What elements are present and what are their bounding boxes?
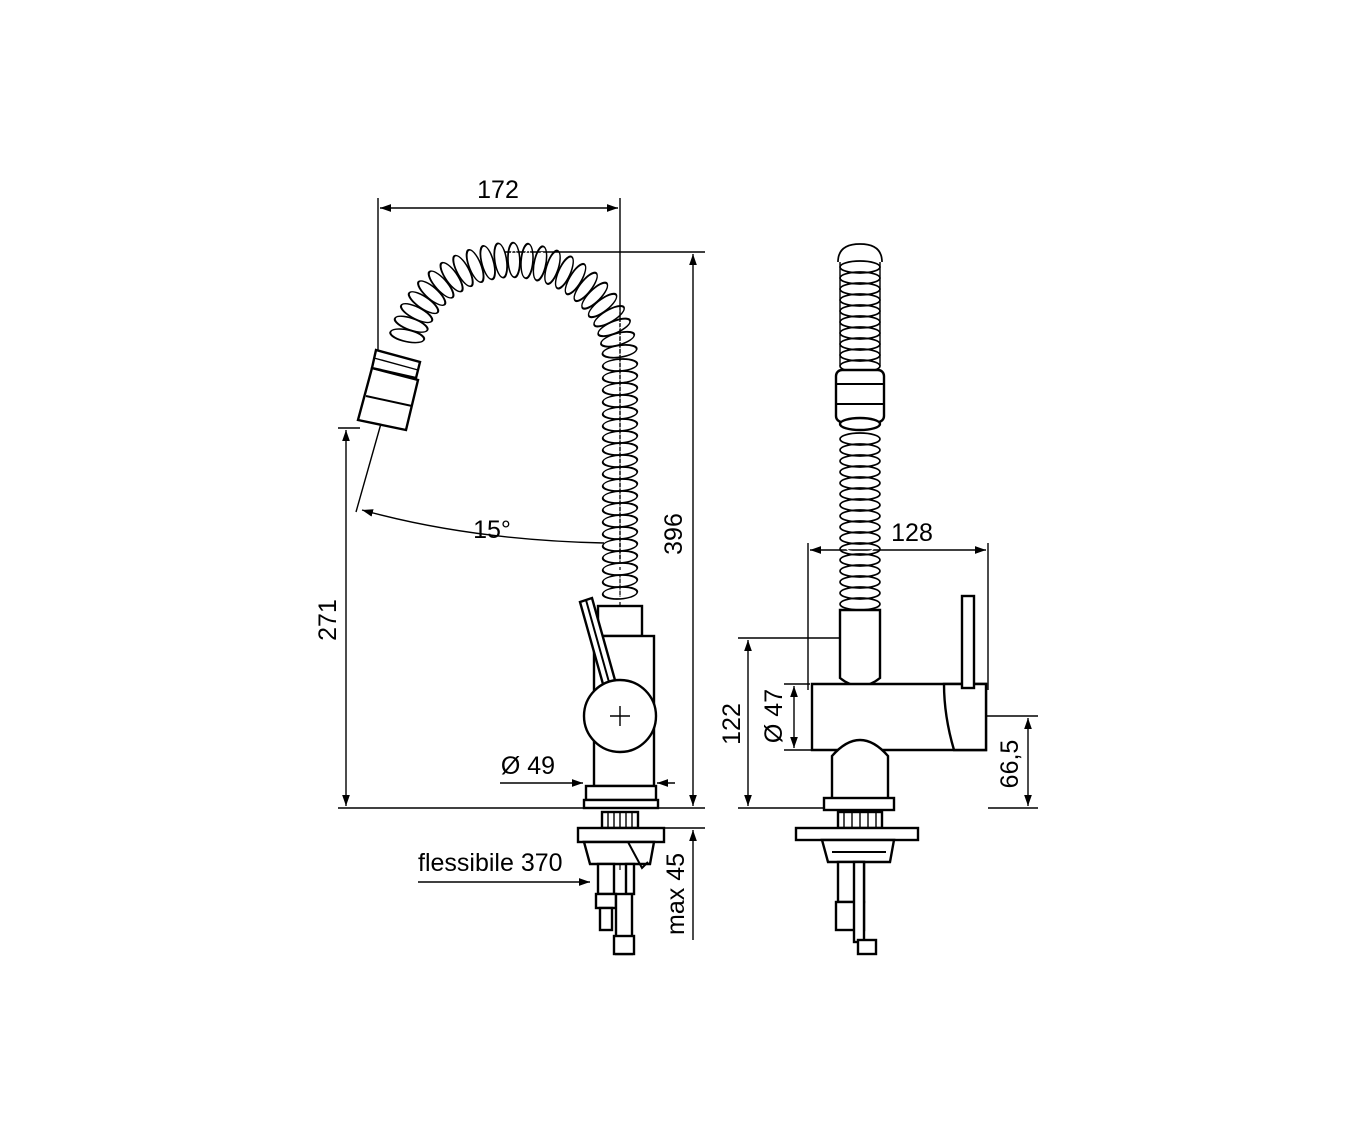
label-66-5: 66,5	[996, 740, 1024, 789]
label-15-degrees: 15°	[473, 516, 511, 544]
label-diameter-49: Ø 49	[501, 752, 555, 780]
label-hose-370: flessibile 370	[418, 849, 563, 877]
label-diameter-47: Ø 47	[760, 689, 788, 743]
spring-hose-front	[837, 243, 883, 611]
label-122: 122	[718, 703, 746, 745]
label-172: 172	[477, 176, 519, 204]
label-128: 128	[891, 519, 933, 547]
spray-head-front	[834, 368, 886, 432]
mounting-side	[576, 810, 666, 956]
spring-hose-side	[389, 241, 639, 600]
angle-arc-15	[361, 509, 605, 544]
side-view: 172 396 271 15° Ø 49 flessibile 370 max …	[314, 176, 705, 956]
mounting-front	[794, 810, 920, 956]
label-271: 271	[314, 599, 342, 641]
faucet-body-front	[810, 594, 988, 812]
label-max-45: max 45	[662, 853, 690, 935]
spray-head-side	[356, 348, 422, 432]
front-view: 128 122 Ø 47 66,5	[718, 243, 1038, 956]
faucet-body-side	[578, 596, 660, 810]
label-396: 396	[660, 513, 688, 555]
